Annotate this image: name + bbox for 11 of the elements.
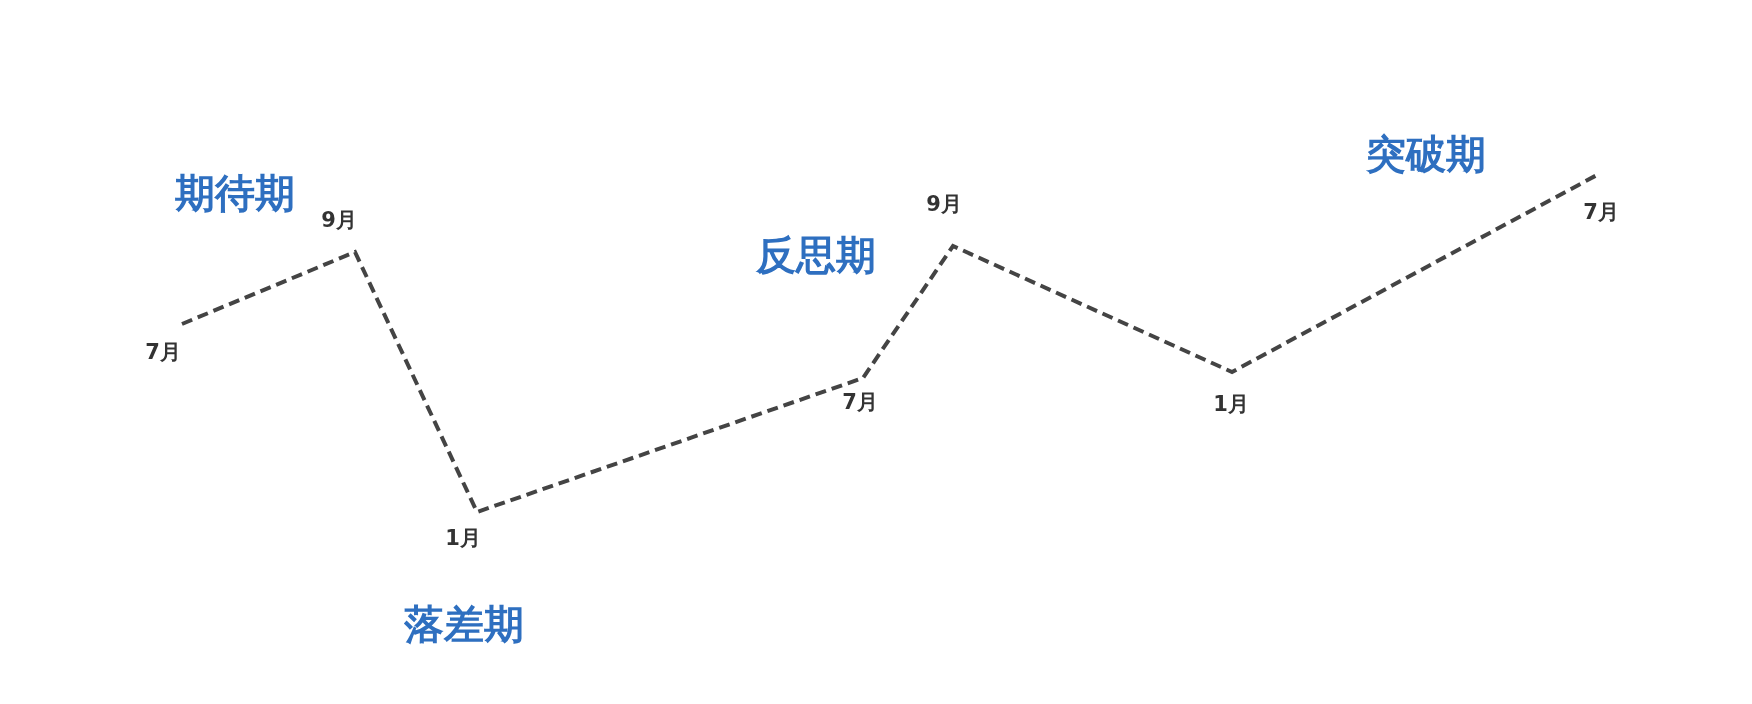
- month-label: 9月: [926, 193, 962, 215]
- month-label: 1月: [445, 527, 481, 549]
- month-label: 7月: [842, 391, 878, 413]
- phase-label: 期待期: [175, 173, 295, 213]
- month-label: 7月: [1583, 201, 1619, 223]
- phase-label: 落差期: [404, 604, 524, 644]
- phase-label: 反思期: [756, 235, 876, 275]
- month-label: 7月: [145, 341, 181, 363]
- phase-label: 突破期: [1366, 134, 1486, 174]
- month-label: 9月: [321, 209, 357, 231]
- month-label: 1月: [1213, 393, 1249, 415]
